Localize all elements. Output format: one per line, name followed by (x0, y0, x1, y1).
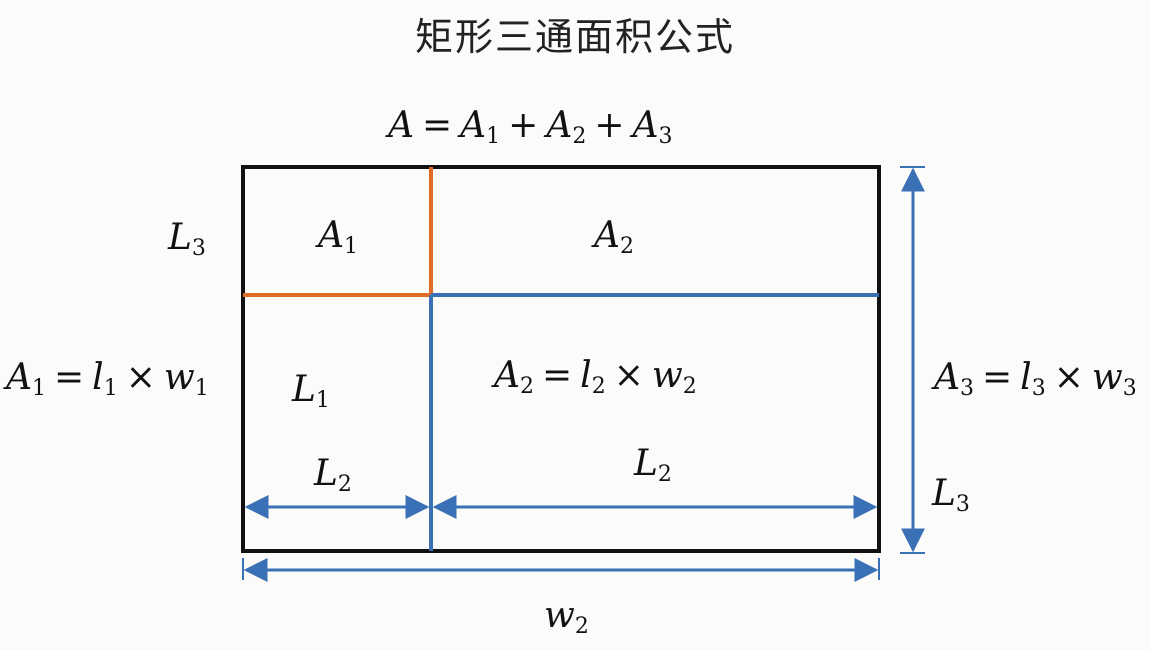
total-area-formula: A=A1+A2+A3 (388, 105, 673, 149)
a1-area-formula: A1=l1×w1 (6, 357, 209, 401)
a2-area-formula: A2=l2×w2 (494, 355, 697, 399)
left-l3-label: L3 (168, 217, 206, 261)
l2-right-label: L2 (634, 443, 672, 487)
region-a2-label: A2 (594, 215, 634, 259)
right-l3-label: L3 (932, 473, 970, 517)
outer-rectangle (241, 165, 881, 553)
diagram-title: 矩形三通面积公式 (414, 15, 735, 59)
a3-area-formula: A3=l3×w3 (934, 357, 1137, 401)
w2-label: w2 (544, 595, 589, 639)
l1-label: L1 (292, 369, 330, 413)
l2-left-label: L2 (314, 453, 352, 497)
region-a1-label: A1 (318, 215, 358, 259)
